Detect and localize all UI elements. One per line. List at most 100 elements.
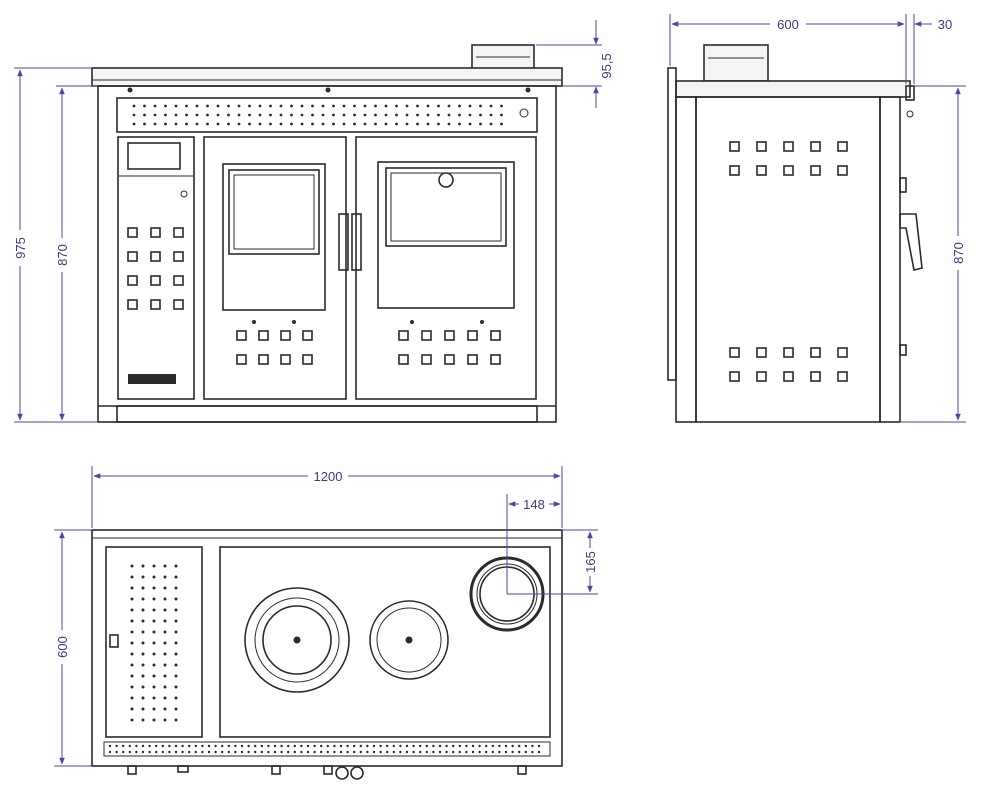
side-front-edge [675, 96, 697, 423]
vent-dot [311, 104, 314, 108]
vent-dot [485, 750, 488, 754]
vent-dot [181, 744, 184, 748]
vent-dot [155, 750, 158, 754]
vent-square [837, 141, 848, 152]
vent-dot [141, 663, 145, 667]
vent-dot [292, 320, 296, 324]
vent-square [467, 354, 478, 365]
vent-dot [405, 113, 409, 117]
front-control-panel [117, 136, 195, 400]
vent-dot [374, 113, 377, 117]
vent-square [398, 330, 409, 341]
vent-dot [489, 113, 493, 117]
vent-dot [143, 122, 146, 126]
front-left-window-frame [222, 163, 326, 311]
vent-dot [447, 113, 451, 117]
vent-dot [504, 750, 508, 754]
vent-dot [141, 750, 145, 754]
vent-square [236, 354, 247, 365]
vent-dot [537, 750, 541, 754]
vent-dot [194, 744, 197, 748]
vent-dot [300, 122, 304, 126]
vent-dot [163, 641, 167, 645]
top-dimensions: 1200 148 165 600 [52, 466, 600, 767]
vent-dot [115, 750, 118, 754]
vent-dot [280, 744, 283, 748]
vent-dot [384, 122, 388, 126]
vent-dot [374, 104, 377, 108]
vent-dot [227, 750, 230, 754]
vent-dot [498, 744, 501, 748]
top-lid-latch [109, 634, 119, 648]
front-right-door [355, 136, 537, 400]
vent-dot [152, 619, 156, 623]
vent-dot [342, 113, 346, 117]
vent-square [127, 251, 138, 262]
vent-dot [363, 122, 367, 126]
vent-dot [141, 597, 145, 601]
vent-square [444, 354, 455, 365]
vent-dot [491, 744, 494, 748]
vent-dot [132, 122, 136, 126]
vent-dot [479, 113, 482, 117]
vent-dot [447, 104, 451, 108]
vent-square [127, 227, 138, 238]
vent-dot [174, 104, 178, 108]
vent-dot [163, 608, 167, 612]
vent-square [173, 227, 184, 238]
vent-dot [227, 104, 230, 108]
vent-dot [405, 104, 409, 108]
vent-square [729, 165, 740, 176]
vent-dot [419, 750, 422, 754]
vent-square [810, 371, 821, 382]
vent-dot [280, 750, 283, 754]
vent-dot [164, 104, 167, 108]
top-view [91, 529, 563, 780]
vent-dot [524, 744, 527, 748]
vent-dot [410, 320, 414, 324]
vent-dot [141, 718, 145, 722]
front-right-oven-window [385, 167, 507, 247]
vent-dot [148, 750, 151, 754]
front-vent-dots [132, 104, 503, 126]
vent-dot [447, 122, 451, 126]
vent-square [467, 330, 478, 341]
vent-dot [130, 608, 134, 612]
vent-dot [115, 744, 118, 748]
vent-dot [332, 122, 335, 126]
vent-dot [353, 744, 356, 748]
vent-dot [141, 575, 145, 579]
vent-dot [426, 113, 430, 117]
front-right-door-squares [398, 320, 501, 365]
vent-dot [419, 744, 422, 748]
top-outline [91, 529, 563, 767]
vent-dot [132, 104, 136, 108]
vent-dot [227, 113, 230, 117]
vent-dot [141, 685, 145, 689]
vent-dot [207, 750, 211, 754]
vent-dot [152, 674, 156, 678]
vent-dot [287, 750, 290, 754]
vent-dot [128, 750, 131, 754]
vent-square [729, 347, 740, 358]
vent-dot [135, 750, 138, 754]
vent-dot [130, 652, 134, 656]
vent-dot [491, 750, 494, 754]
front-left-window [228, 169, 320, 255]
vent-dot [234, 744, 237, 748]
vent-dot [353, 104, 356, 108]
vent-dot [320, 744, 323, 748]
vent-dot [206, 113, 209, 117]
vent-dot [321, 122, 325, 126]
vent-dot [342, 122, 346, 126]
vent-dot [445, 744, 448, 748]
vent-dot [248, 122, 251, 126]
vent-dot [141, 641, 145, 645]
vent-dot [181, 750, 184, 754]
vent-dot [152, 608, 156, 612]
vent-dot [518, 750, 521, 754]
vent-dot [395, 113, 398, 117]
vent-dot [195, 122, 199, 126]
vent-dot [321, 104, 325, 108]
top-control-lid [105, 546, 203, 738]
